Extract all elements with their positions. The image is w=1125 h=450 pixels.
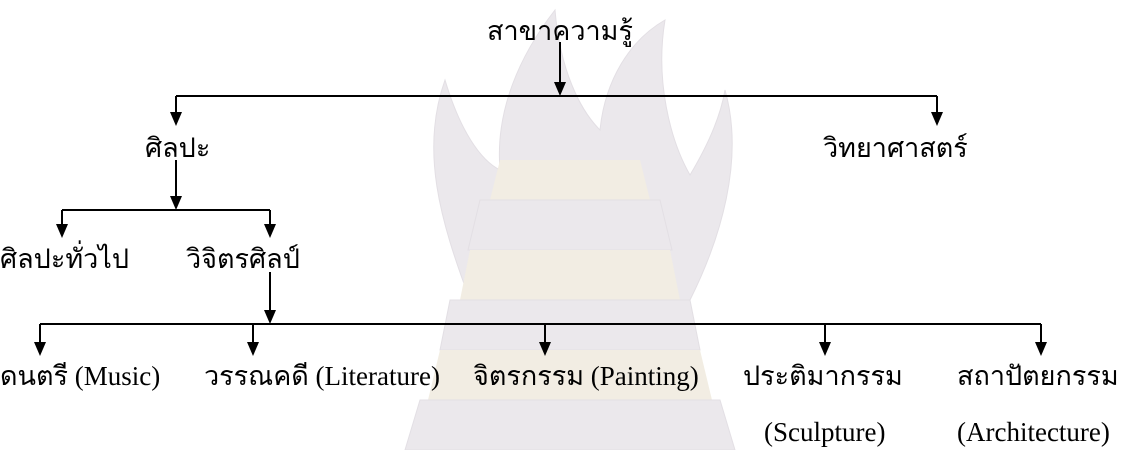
level1-right-arrow — [931, 112, 943, 126]
level3-arrow-3 — [539, 342, 551, 356]
level3-arrow-1 — [34, 342, 46, 356]
level2-right-arrow — [264, 224, 276, 238]
sculpture-node-sublabel: (Sculpture) — [764, 417, 885, 447]
level1-left-arrow — [170, 112, 182, 126]
general-arts-node-label: ศิลปะทั่วไป — [0, 240, 129, 274]
arts-node-label: ศิลปะ — [145, 133, 210, 163]
sculpture-node-label: ประติมากรรม — [743, 361, 903, 391]
root-node-label: สาขาความรู้ — [487, 16, 633, 47]
connector-lines — [34, 42, 1047, 356]
architecture-node-label: สถาปัตยกรรม — [957, 361, 1119, 391]
literature-node-label: วรรณคดี (Literature) — [204, 361, 440, 391]
fine-arts-node-label: วิจิตรศิลป์ — [186, 243, 300, 274]
science-node-label: วิทยาศาสตร์ — [823, 132, 968, 163]
architecture-node-sublabel: (Architecture) — [957, 417, 1110, 447]
level3-arrow-4 — [819, 342, 831, 356]
level3-arrow-2 — [247, 342, 259, 356]
university-emblem-watermark — [404, 8, 736, 450]
root-stem-arrow — [554, 82, 566, 96]
arts-stem-arrow — [170, 196, 182, 210]
fine-arts-stem-arrow — [264, 310, 276, 324]
level2-left-arrow — [56, 224, 68, 238]
painting-node-label: จิตรกรรม (Painting) — [473, 361, 699, 391]
node-labels: สาขาความรู้ ศิลปะ วิทยาศาสตร์ ศิลปะทั่วไ… — [0, 16, 1119, 447]
music-node-label: ดนตรี (Music) — [0, 361, 160, 391]
level3-arrow-5 — [1035, 342, 1047, 356]
